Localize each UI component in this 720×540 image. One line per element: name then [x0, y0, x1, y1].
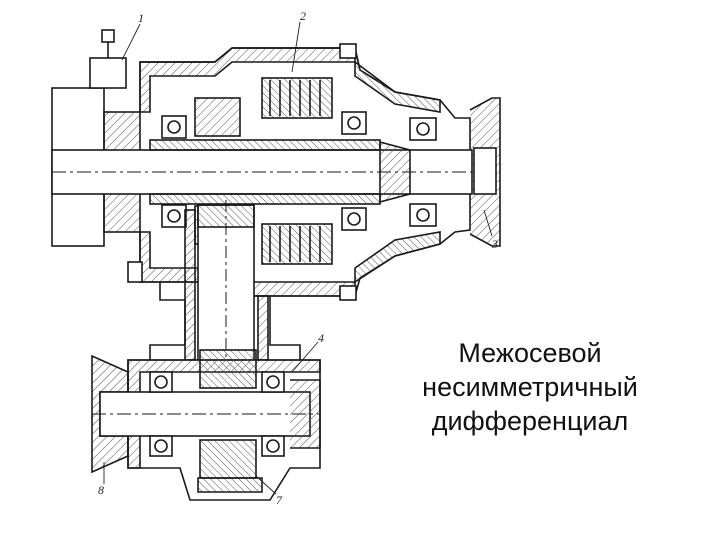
caption-line-2: несимметричный	[422, 372, 638, 402]
callout-3-label: 3	[491, 237, 498, 251]
callout-1-label: 1	[138, 11, 144, 25]
main-shaft	[51, 139, 473, 205]
callout-8-label: 8	[98, 483, 104, 497]
callout-leaders	[103, 21, 493, 495]
callout-4-label: 4	[318, 331, 324, 345]
diagram-caption: Межосевой несимметричный дифференциал	[380, 336, 680, 438]
lower-housing	[91, 349, 321, 501]
callout-2-label: 2	[300, 9, 306, 23]
transfer-column	[149, 200, 301, 370]
caption-line-3: дифференциал	[431, 406, 629, 436]
callout-7-label: 7	[276, 493, 283, 507]
caption-line-1: Межосевой	[458, 338, 602, 368]
